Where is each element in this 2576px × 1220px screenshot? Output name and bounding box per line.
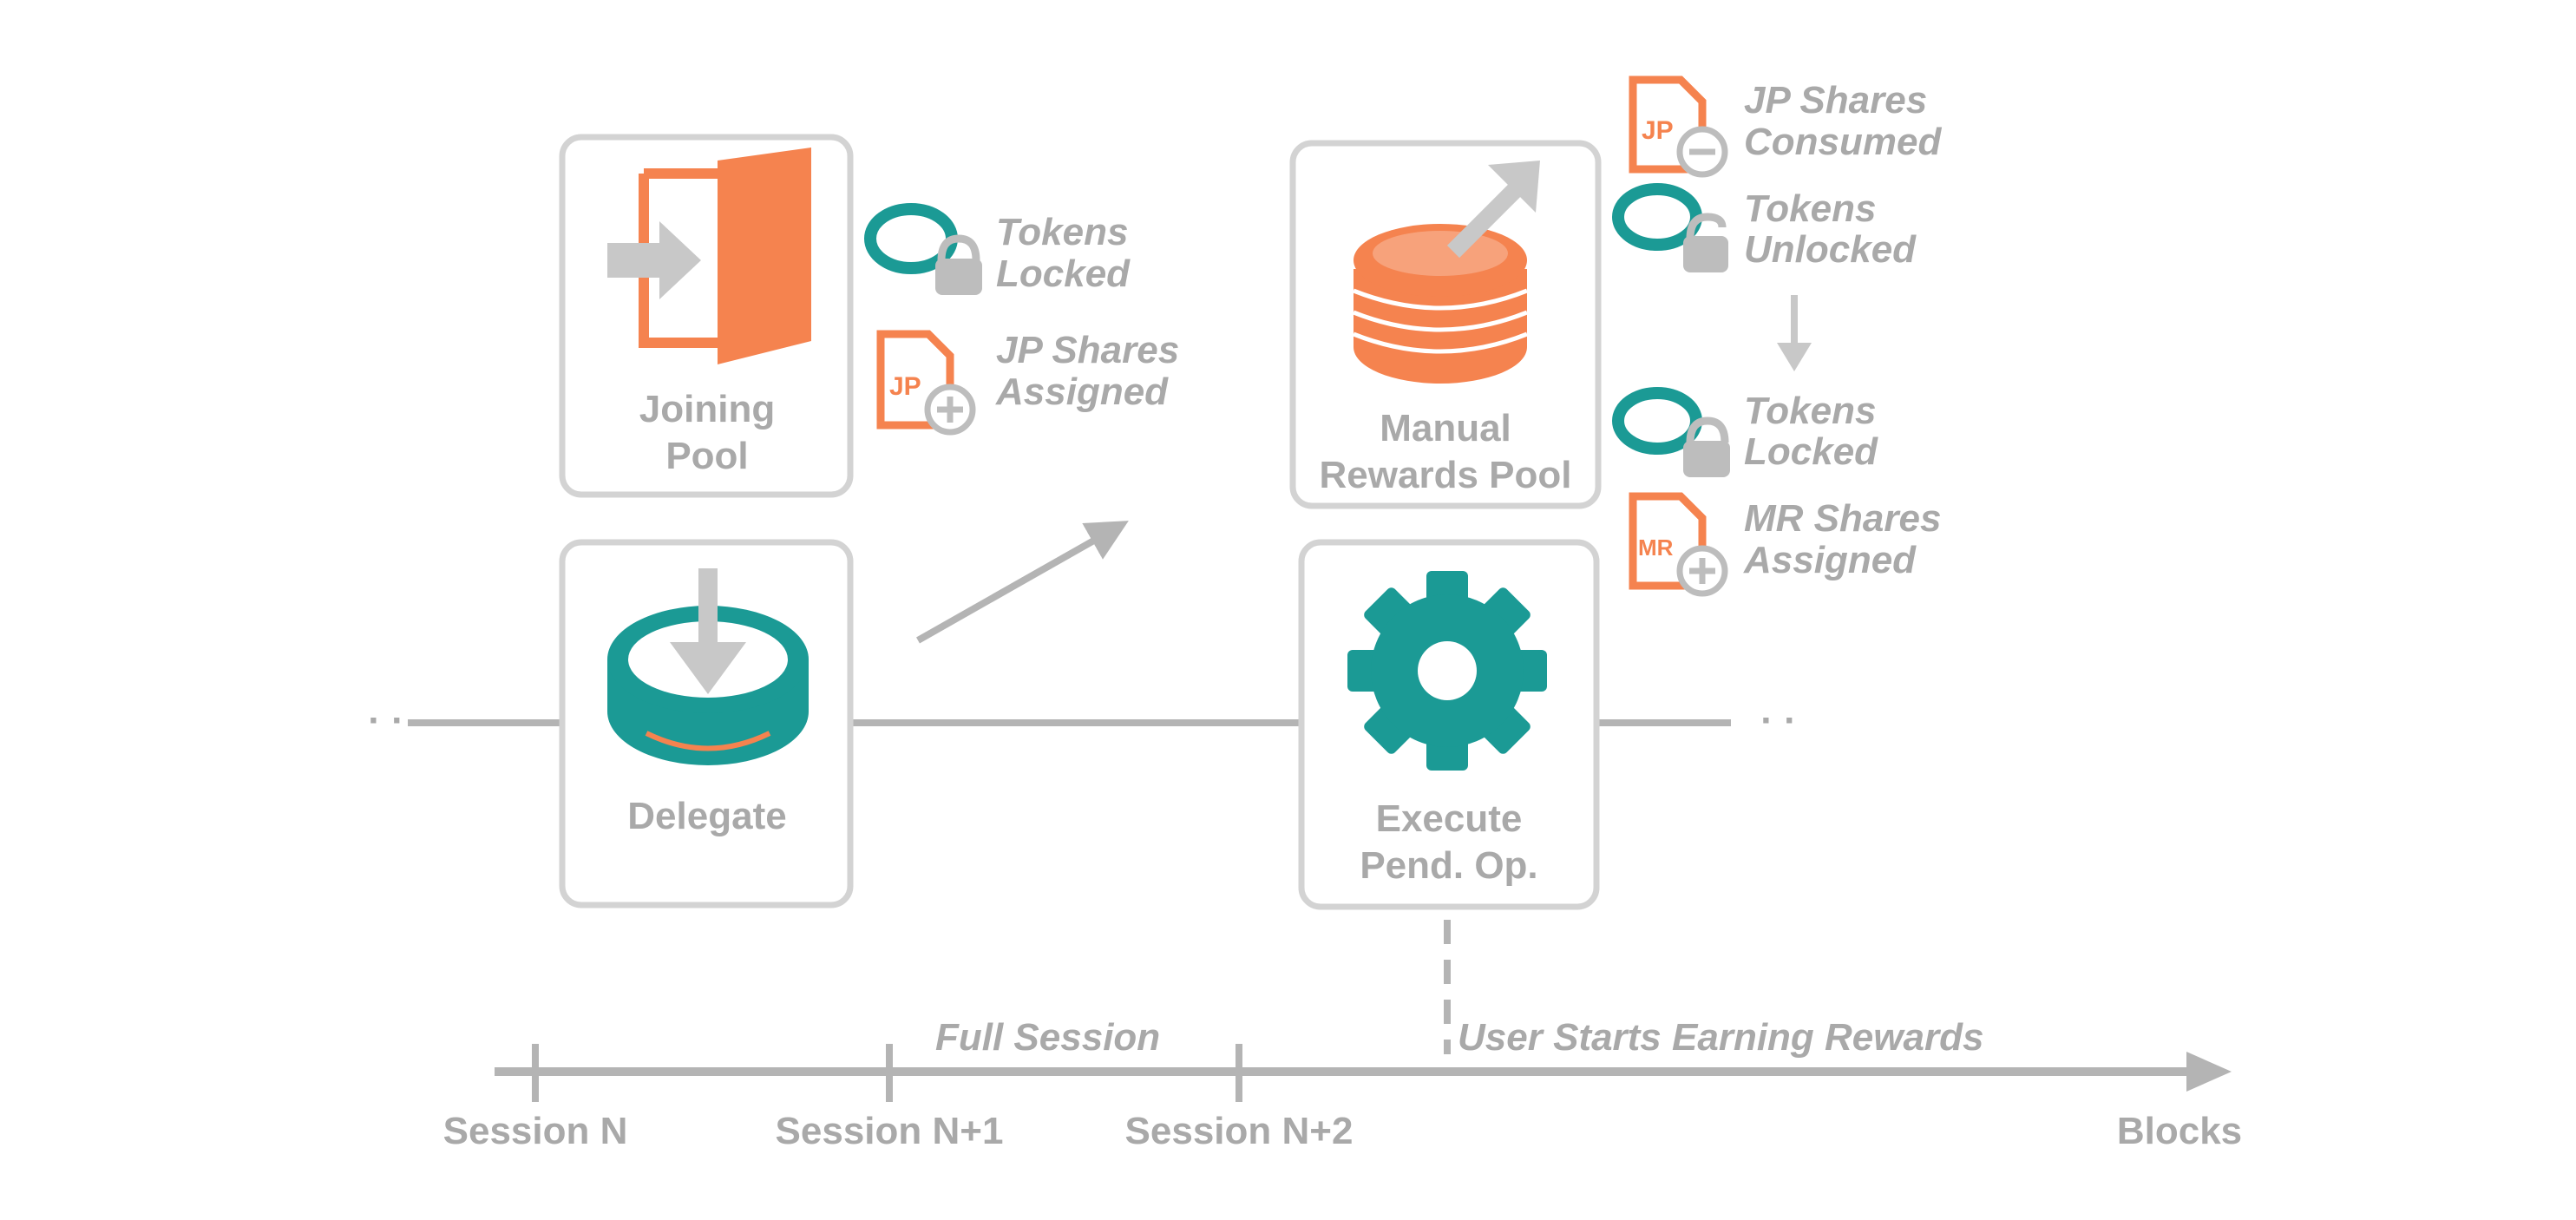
jp-shares-consumed-annotation: JP JP Shares Consumed <box>1629 75 1942 178</box>
mr-assigned-line1: MR Shares <box>1744 497 1941 540</box>
joining-pool-label-2: Pool <box>665 435 748 477</box>
delegate-box: Delegate <box>559 539 854 908</box>
tokens-locked-annotation: Tokens Locked <box>864 203 1131 295</box>
jp-shares-assigned-annotation: JP JP Shares Assigned <box>876 329 1179 436</box>
tokens-unlocked-annotation: Tokens Unlocked <box>1612 183 1917 272</box>
door-enter-icon <box>607 148 811 364</box>
down-arrow-icon <box>1777 295 1812 371</box>
tokens-locked-2-line1: Tokens <box>1744 390 1876 432</box>
tokens-unlocked-line2: Unlocked <box>1744 228 1917 271</box>
execute-pend-op-box: Execute Pend. Op. <box>1298 539 1600 910</box>
coin-deposit-icon <box>607 568 809 765</box>
ellipsis-right: · · <box>1760 699 1797 742</box>
timeline: Session N Session N+1 Session N+2 Full S… <box>443 920 2242 1152</box>
joining-pool-box: Joining Pool <box>559 134 854 498</box>
tokens-locked-1-line1: Tokens <box>996 211 1128 253</box>
document-plus-icon: MR <box>1629 492 1728 597</box>
session-n2-label: Session N+2 <box>1125 1110 1354 1152</box>
diagonal-arrow <box>916 521 1129 644</box>
session-n1-label: Session N+1 <box>776 1110 1004 1152</box>
jp-consumed-line1: JP Shares <box>1744 79 1927 121</box>
document-minus-icon: JP <box>1629 75 1728 178</box>
axis-arrowhead <box>2186 1052 2232 1092</box>
jp-assigned-line1: JP Shares <box>996 329 1179 371</box>
session-n-label: Session N <box>443 1110 628 1152</box>
gear-icon <box>1347 571 1547 771</box>
tokens-locked-1-line2: Locked <box>996 253 1131 295</box>
full-session-label: Full Session <box>935 1016 1160 1059</box>
execute-label-1: Execute <box>1376 797 1523 840</box>
execute-label-2: Pend. Op. <box>1360 844 1537 887</box>
manual-rewards-pool-box: Manual Rewards Pool <box>1289 140 1602 509</box>
delegate-label: Delegate <box>627 795 786 837</box>
manual-rewards-label-1: Manual <box>1380 407 1511 449</box>
document-plus-icon: JP <box>876 330 976 436</box>
jp-assigned-line2: Assigned <box>995 371 1169 413</box>
manual-rewards-label-2: Rewards Pool <box>1320 454 1572 496</box>
tokens-unlocked-line1: Tokens <box>1744 187 1876 230</box>
blocks-label: Blocks <box>2117 1110 2242 1152</box>
token-lock-icon <box>864 203 982 295</box>
jp-badge-2: JP <box>1642 116 1674 145</box>
jp-badge-1: JP <box>889 372 921 401</box>
mr-badge: MR <box>1638 535 1674 561</box>
mr-assigned-line2: Assigned <box>1743 539 1917 581</box>
token-lock-icon <box>1612 387 1730 477</box>
jp-consumed-line2: Consumed <box>1744 121 1942 163</box>
tokens-locked-2-line2: Locked <box>1744 430 1878 473</box>
ellipsis-left: · · <box>368 699 404 742</box>
tokens-locked-2-annotation: Tokens Locked <box>1612 387 1878 477</box>
token-unlock-icon <box>1612 183 1728 272</box>
coin-stack-withdraw-icon <box>1353 161 1540 384</box>
user-starts-label: User Starts Earning Rewards <box>1458 1016 1983 1059</box>
mr-shares-assigned-annotation: MR MR Shares Assigned <box>1629 492 1941 597</box>
joining-pool-label-1: Joining <box>639 388 775 430</box>
